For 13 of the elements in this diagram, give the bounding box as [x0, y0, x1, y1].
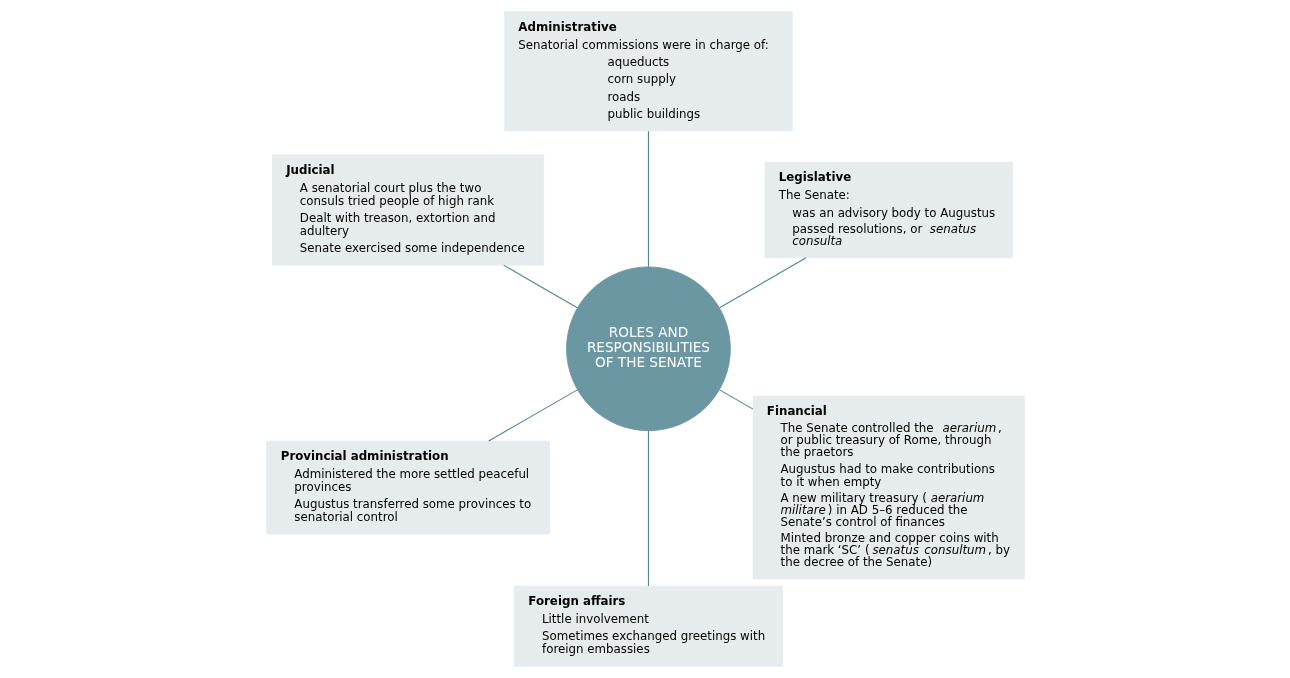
node-circle: ROLES AND RESPONSIBILITIES OF THE SENATE: [565, 266, 731, 432]
node-box: Administrative Senatorial commissions were in charge of: aqueducts corn supply roads public buildings: [503, 11, 793, 132]
node-box: Provincial administration Administered the more settled peaceful provinces Augustus transferred some provinces to senatorial control: [265, 440, 550, 535]
node-box: Foreign affairs Little involvement Sometimes exchanged greetings with foreign embassies: [513, 585, 783, 667]
connector: [718, 257, 807, 309]
connector: [647, 430, 649, 587]
node-box: Legislative The Senate: was an advisory body to Augustus passed resolutions, or senatus consulta: [764, 161, 1013, 259]
connector: [502, 264, 578, 309]
node-box: Judicial A senatorial court plus the two consuls tried people of high rank Dealt with treason, extortion and adultery Senate exercised some independence: [271, 154, 544, 266]
node-box: Financial The Senate controlled the aerarium, or public treasury of Rome, through the praetors Augustus had to make contributions to it when empty A new military treasury (aerarium militare) in AD 5–6 reduced the Senate’s control of finances Minted bronze and copper coins with the mark ‘SC’ (senatus consultum, by the decree of the Senate): [752, 395, 1025, 580]
connector: [718, 389, 754, 410]
connector: [647, 130, 649, 268]
connector: [487, 389, 578, 442]
